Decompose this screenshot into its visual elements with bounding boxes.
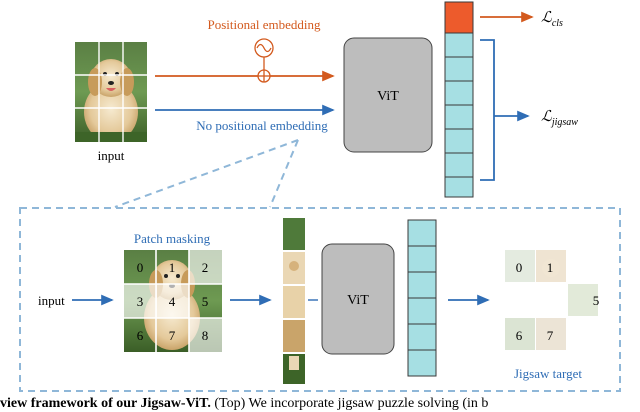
target-number: 5	[593, 293, 600, 308]
top-vit-label: ViT	[377, 89, 399, 104]
caption-rest: (Top) We incorporate jigsaw puzzle solvi…	[210, 396, 489, 411]
top-vit-block	[343, 37, 433, 153]
expand-line-right	[269, 139, 299, 208]
add-icon	[257, 69, 271, 83]
jigsaw-loss-subscript: jigsaw	[550, 117, 578, 128]
bottom-vit-label: ViT	[347, 293, 369, 308]
jigsaw-target-label: Jigsaw target	[514, 366, 582, 381]
target-number: 0	[516, 260, 523, 275]
cls-loss-label: ℒcls	[541, 10, 563, 29]
patch-number: 8	[202, 328, 209, 343]
patch-number: 1	[169, 260, 176, 275]
jigsaw-bracket	[480, 39, 495, 181]
target-number: 1	[547, 260, 554, 275]
bottom-input-label: input	[38, 293, 65, 308]
patch-number: 6	[137, 328, 144, 343]
patch-number: 2	[202, 260, 209, 275]
jigsaw-loss-symbol: ℒ	[541, 109, 553, 125]
no-positional-embedding-label: No positional embedding	[196, 118, 328, 133]
patch-sequence	[283, 218, 305, 384]
top-input-grid	[75, 42, 147, 142]
jigsaw-loss-label: ℒjigsaw	[541, 109, 578, 128]
sinusoid-icon	[254, 38, 274, 58]
jigsaw-target	[505, 250, 598, 350]
patch-number: 5	[202, 294, 209, 309]
patch-masking-label: Patch masking	[134, 231, 211, 246]
patch-grid	[124, 250, 222, 352]
top-token-stack	[444, 1, 474, 198]
bottom-vit-block	[321, 243, 395, 355]
patch-number: 7	[169, 328, 176, 343]
patch-numbers: 0 1 2 3 4 5 6 7 8	[137, 260, 209, 343]
figure-caption: view framework of our Jigsaw-ViT. (Top) …	[0, 396, 640, 412]
top-input-image	[75, 42, 147, 142]
patch-number: 4	[169, 294, 176, 309]
caption-bold: view framework of our Jigsaw-ViT.	[0, 396, 211, 411]
positional-embedding-label: Positional embedding	[207, 17, 321, 32]
patch-number: 3	[137, 294, 144, 309]
cls-loss-symbol: ℒ	[541, 10, 553, 26]
target-number: 7	[547, 328, 554, 343]
cls-loss-subscript: cls	[552, 18, 563, 29]
expand-line-left	[114, 139, 299, 208]
target-numbers: 0 1 5 6 7	[516, 260, 600, 343]
patch-number: 0	[137, 260, 144, 275]
top-input-label: input	[98, 148, 125, 163]
target-number: 6	[516, 328, 523, 343]
detail-panel-border	[19, 207, 621, 392]
cls-token	[444, 1, 474, 34]
bottom-token-stack	[407, 219, 437, 377]
jigsaw-vit-diagram: input Positional embedding No positional…	[19, 1, 621, 392]
